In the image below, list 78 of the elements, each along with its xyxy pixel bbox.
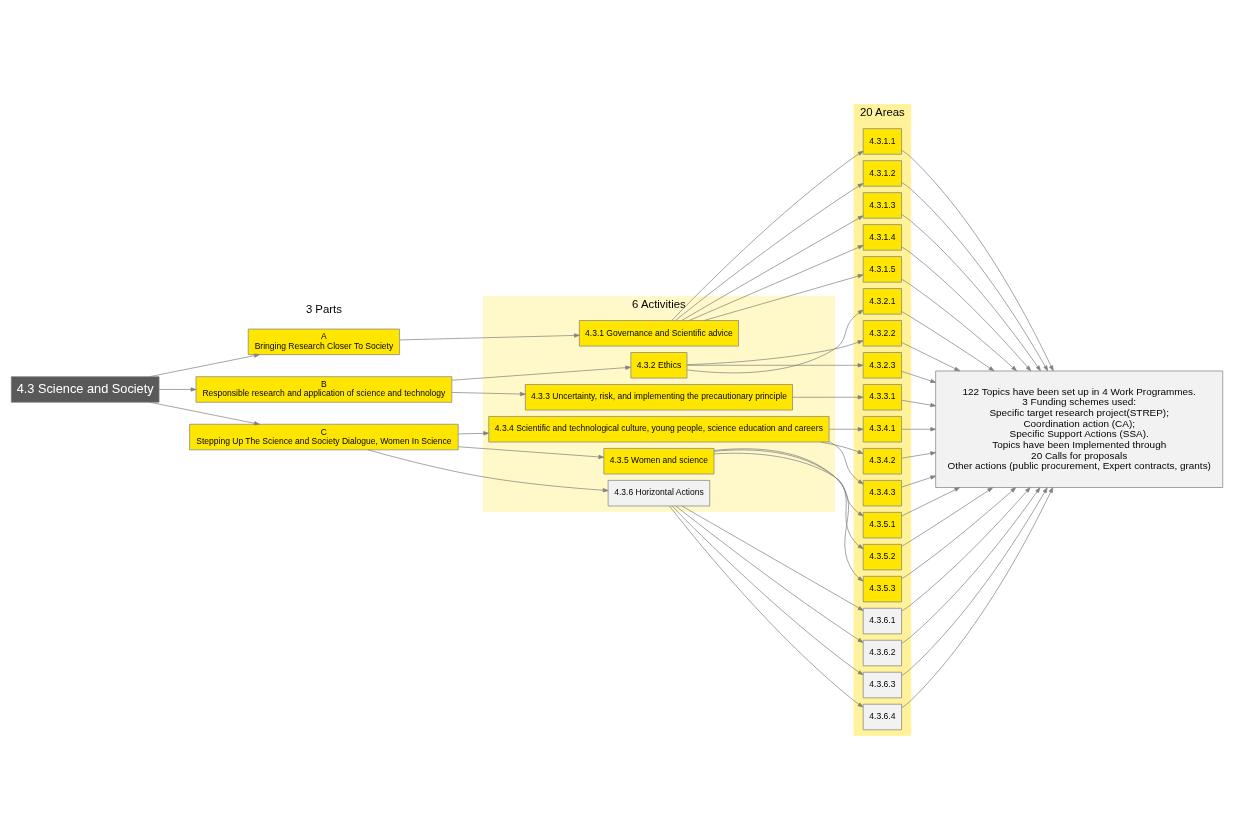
arrow	[901, 149, 1054, 371]
arrow	[901, 399, 936, 407]
arrow	[901, 181, 1049, 371]
node-box: 4.3.1.2	[862, 159, 902, 187]
arrow	[901, 486, 1031, 611]
node-box: 4.3.6.2	[862, 639, 902, 666]
arrow	[675, 505, 864, 643]
node-box: 4.3.3.1	[862, 383, 902, 410]
arrow	[828, 426, 864, 431]
arrow	[901, 426, 936, 431]
node-box: 4.3.2.2	[862, 319, 902, 346]
node-box: 4.3.1 Governance and Scientific advice	[579, 319, 739, 346]
node-box: 4.3.4 Scientific and technological culture, young people, science education and careers	[488, 415, 830, 442]
arrow	[901, 475, 936, 487]
node-box: 4.3.1.4	[862, 223, 902, 251]
arrow	[901, 341, 961, 371]
arrow	[713, 447, 864, 581]
arrow	[149, 401, 260, 425]
node-box: 4.3.1.1	[862, 127, 902, 155]
node-box: 122 Topics have been set up in 4 Work Programmes. 3 Funding schemes used: Specific target research project(STREP); Coordination action (CA); Specific Support Actions (SSA). Topics have been Implemented through 20 Calls for proposals Other actions (public procurement, Expert contracts, grants)	[935, 370, 1224, 488]
node-box: 4.3.2 Ethics	[630, 351, 688, 378]
node-box: 4.3.5.2	[862, 543, 902, 570]
node-box: 4.3.6 Horizontal Actions	[607, 479, 711, 506]
node-box: 4.3.6.3	[862, 671, 902, 698]
arrow	[671, 505, 864, 675]
arrow	[451, 365, 632, 381]
arrow	[367, 449, 609, 492]
arrow	[828, 440, 864, 484]
arrow	[901, 486, 961, 516]
node-box: 4.3.4.3	[862, 479, 902, 506]
arrow	[901, 246, 1032, 371]
node-box: 4.3.6.1	[862, 607, 902, 634]
arrow	[149, 353, 260, 377]
arrow	[901, 370, 936, 383]
arrow	[675, 182, 864, 321]
node-box: 4.3.4.1	[862, 415, 902, 442]
node-box: 4.3.4.2	[862, 447, 902, 474]
arrow	[671, 150, 864, 321]
arrow	[901, 486, 1041, 644]
arrow	[399, 332, 580, 340]
arrow	[686, 309, 864, 373]
arrow	[681, 214, 864, 321]
node-box: 4.3.5.3	[862, 575, 902, 602]
arrow	[669, 505, 864, 707]
arrow	[451, 391, 526, 396]
arrow	[713, 452, 864, 516]
arrow	[901, 486, 1017, 579]
node-box: A Bringing Research Closer To Society	[247, 328, 400, 355]
arrow	[901, 486, 1048, 676]
node-box: 4.3.3 Uncertainty, risk, and implementing the precautionary principle	[525, 383, 793, 410]
node-box: 4.3.2.1	[862, 287, 902, 314]
node-box: C Stepping Up The Science and Society Dialogue, Women In Science	[189, 423, 459, 450]
arrow	[901, 486, 994, 547]
arrow	[901, 213, 1041, 371]
arrow	[458, 445, 605, 459]
arrow	[703, 273, 864, 321]
arrow	[792, 394, 864, 399]
arrow	[820, 441, 864, 454]
node-box: 4.3.1.3	[862, 191, 902, 219]
arrow	[713, 449, 864, 549]
node-box: 4.3.6.4	[862, 703, 902, 730]
arrow	[901, 310, 995, 371]
node-box: 4.3.5 Women and science	[603, 447, 715, 474]
node-box: 4.3 Science and Society	[10, 375, 160, 403]
node-box: 4.3.5.1	[862, 511, 902, 538]
node-box: 4.3.2.3	[862, 351, 902, 378]
arrow	[686, 362, 864, 367]
node-box: B Responsible research and application of science and technology	[195, 375, 453, 403]
arrow	[458, 430, 489, 435]
arrow	[901, 450, 936, 458]
arrow	[901, 486, 1054, 708]
arrow	[689, 244, 864, 321]
arrow	[159, 386, 197, 392]
label: 3 Parts	[305, 302, 342, 315]
arrow	[686, 339, 864, 365]
arrow	[681, 505, 864, 611]
arrow	[901, 278, 1017, 371]
node-box: 4.3.1.5	[862, 255, 902, 282]
